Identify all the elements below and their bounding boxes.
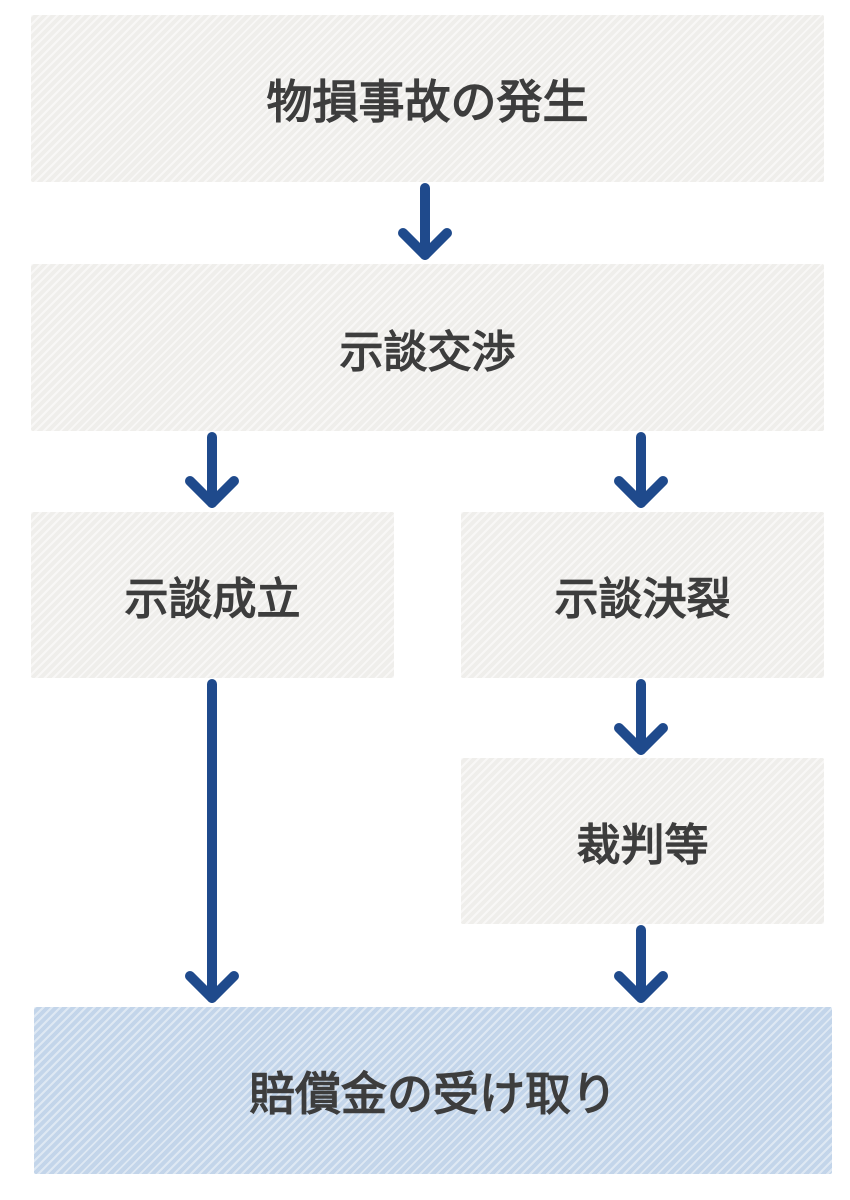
arrow-trial-to-payment bbox=[614, 925, 668, 1003]
arrow-accident-to-negotiation bbox=[398, 183, 452, 260]
flow-node-label: 物損事故の発生 bbox=[266, 74, 589, 129]
flow-node-negotiation: 示談交渉 bbox=[31, 264, 824, 431]
flow-node-settled: 示談成立 bbox=[31, 512, 394, 678]
flow-node-label: 賠償金の受け取り bbox=[249, 1066, 617, 1121]
flow-node-payment: 賠償金の受け取り bbox=[34, 1007, 832, 1174]
flow-node-failed: 示談決裂 bbox=[461, 512, 824, 678]
flow-node-label: 示談決裂 bbox=[554, 574, 731, 625]
flow-node-label: 裁判等 bbox=[576, 820, 709, 871]
arrow-settled-to-payment bbox=[185, 679, 239, 1003]
arrow-negotiation-to-failed bbox=[614, 432, 668, 508]
flow-node-trial: 裁判等 bbox=[461, 758, 824, 924]
arrow-failed-to-trial bbox=[614, 679, 668, 755]
arrow-negotiation-to-settled bbox=[185, 432, 239, 508]
flow-node-accident: 物損事故の発生 bbox=[31, 15, 824, 182]
flow-node-label: 示談交渉 bbox=[339, 326, 516, 378]
flow-node-label: 示談成立 bbox=[124, 574, 301, 625]
